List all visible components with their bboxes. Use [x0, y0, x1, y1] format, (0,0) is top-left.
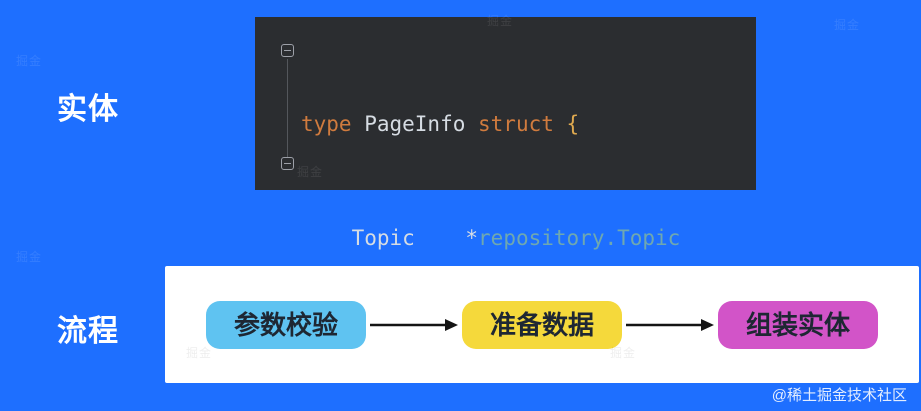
- fold-range-line: [287, 59, 288, 157]
- flow-step-validate-params: 参数校验: [205, 300, 366, 349]
- code-field-type: repository.Topic: [478, 226, 681, 250]
- flow-section-label: 流程: [57, 315, 119, 348]
- code-indent: [301, 226, 352, 250]
- arrow-right-icon: [368, 317, 460, 333]
- code-keyword-type: type: [301, 112, 365, 136]
- code-field-name: Topic: [351, 226, 466, 250]
- code-keyword-struct: struct: [478, 112, 567, 136]
- watermark-community-credit: @稀土掘金技术社区: [771, 387, 907, 404]
- flow-diagram: 参数校验 准备数据 组装实体: [165, 266, 919, 383]
- entity-section-label: 实体: [57, 93, 119, 126]
- editor-gutter: [255, 17, 301, 190]
- code-line: type PageInfo struct {: [301, 105, 752, 143]
- code-open-brace: {: [566, 112, 580, 136]
- watermark-tile: 掘金: [16, 250, 43, 264]
- fold-collapse-icon: [281, 157, 294, 170]
- code-struct-name: PageInfo: [364, 112, 479, 136]
- code-pointer-symbol: *: [465, 226, 479, 250]
- arrow-right-icon: [624, 317, 716, 333]
- flow-step-assemble-entity: 组装实体: [718, 300, 879, 349]
- code-editor-snippet: type PageInfo struct { Topic *repository…: [255, 17, 756, 364]
- watermark-tile: 掘金: [834, 18, 861, 32]
- flow-step-prepare-data: 准备数据: [461, 300, 622, 349]
- fold-collapse-icon: [281, 44, 294, 57]
- code-line: Topic *repository.Topic: [301, 219, 752, 257]
- watermark-tile: 掘金: [16, 54, 43, 68]
